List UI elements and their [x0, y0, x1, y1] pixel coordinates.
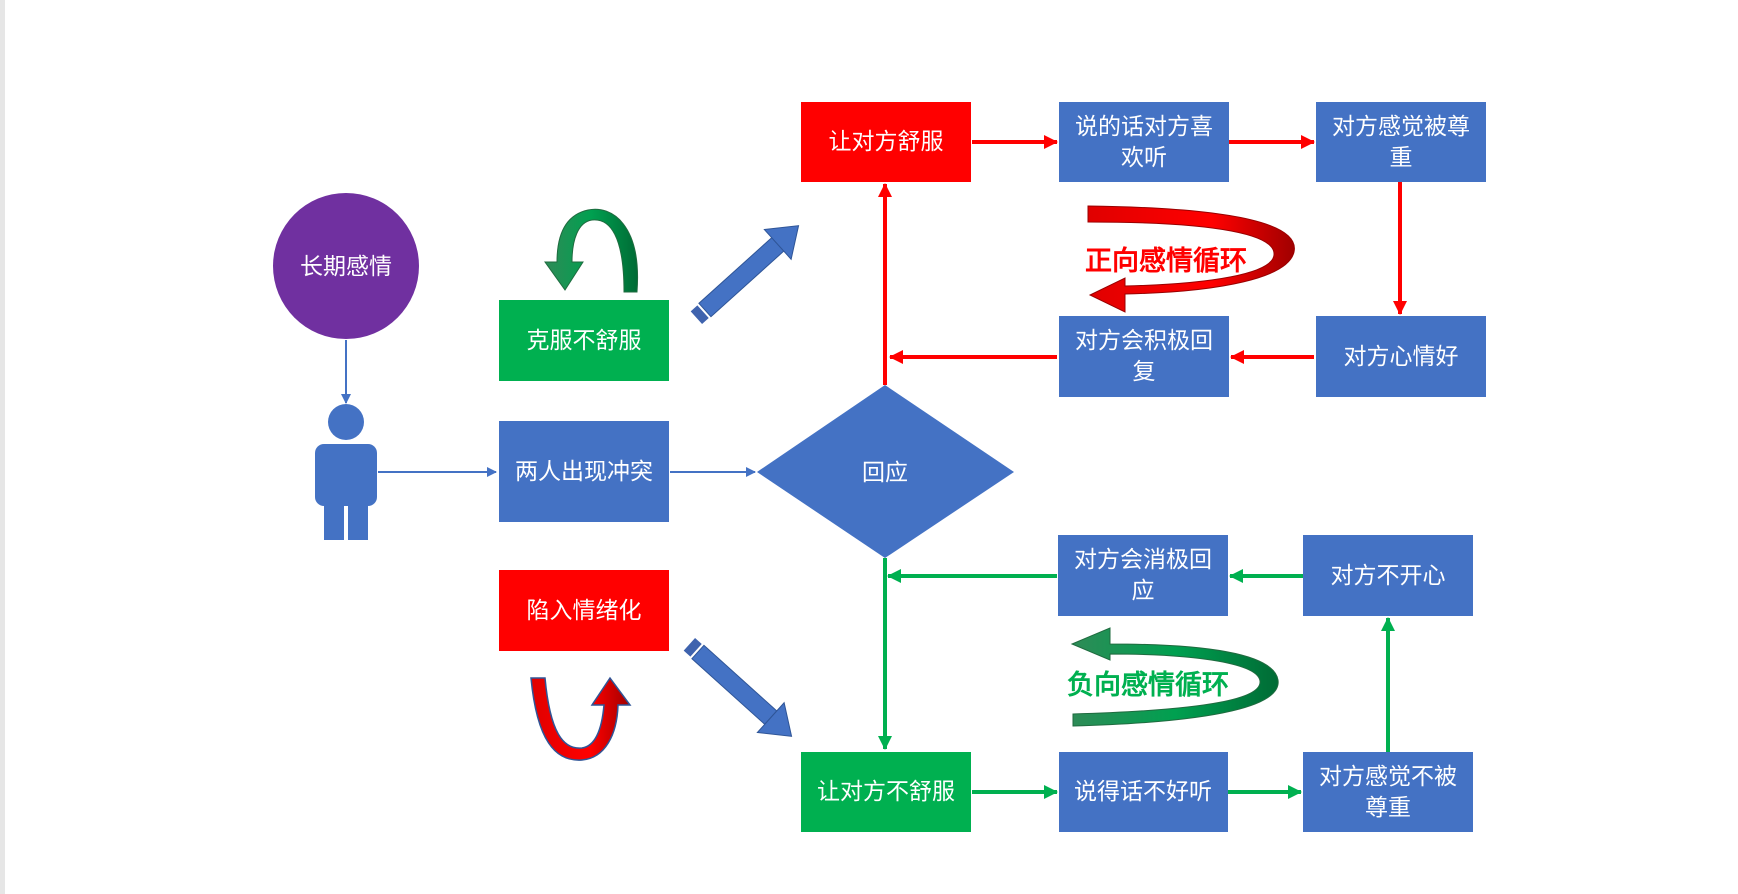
unpleasant-words-box: 说得话不好听 [1059, 752, 1228, 832]
overcome-label: 克服不舒服 [527, 328, 642, 354]
neg-reply-line2: 应 [1132, 578, 1155, 604]
comfort-box: 让对方舒服 [801, 102, 971, 182]
curved-arrow-red-icon [530, 676, 632, 761]
unhappy-label: 对方不开心 [1331, 563, 1446, 589]
emotional-box: 陷入情绪化 [499, 570, 669, 651]
curved-arrow-green-icon [544, 208, 639, 293]
conflict-label: 两人出现冲突 [515, 459, 653, 485]
discomfort-box: 让对方不舒服 [801, 752, 971, 832]
diagonal-arrow-down [682, 636, 793, 737]
neg-reply-line1: 对方会消极回 [1074, 547, 1212, 573]
response-decision: 回应 [757, 385, 1014, 558]
diagonal-arrow-up [689, 225, 800, 326]
overcome-discomfort-box: 克服不舒服 [499, 300, 669, 381]
likes-line1: 说的话对方喜 [1075, 114, 1213, 140]
unhappy-box: 对方不开心 [1303, 535, 1473, 616]
negative-reply-box: 对方会消极回 应 [1058, 535, 1228, 616]
positive-reply-box: 对方会积极回 复 [1059, 316, 1229, 397]
person-icon [315, 404, 377, 540]
positive-loop-arrow-icon [1087, 205, 1295, 313]
emotional-label: 陷入情绪化 [527, 598, 642, 624]
unpleasant-label: 说得话不好听 [1074, 779, 1212, 805]
feels-respected-box: 对方感觉被尊 重 [1316, 102, 1486, 182]
respected-line2: 重 [1390, 145, 1413, 171]
discomfort-label: 让对方不舒服 [817, 779, 955, 805]
long-term-relationship-node: 长期感情 [273, 193, 419, 339]
reply-line2: 复 [1133, 359, 1156, 385]
not-respected-line2: 尊重 [1365, 795, 1411, 821]
comfort-label: 让对方舒服 [829, 129, 944, 155]
circle-label: 长期感情 [300, 254, 392, 280]
respected-line1: 对方感觉被尊 [1332, 114, 1470, 140]
decision-label: 回应 [862, 460, 908, 486]
likes-words-box: 说的话对方喜 欢听 [1059, 102, 1229, 182]
not-respected-box: 对方感觉不被 尊重 [1303, 752, 1473, 832]
not-respected-line1: 对方感觉不被 [1319, 764, 1457, 790]
positive-loop-label: 正向感情循环 [1085, 245, 1247, 277]
negative-loop-label: 负向感情循环 [1067, 669, 1229, 701]
conflict-box: 两人出现冲突 [499, 421, 669, 522]
likes-line2: 欢听 [1121, 145, 1167, 171]
page-edge [0, 0, 5, 894]
negative-loop-arrow-icon [1070, 627, 1279, 727]
good-mood-label: 对方心情好 [1344, 344, 1459, 370]
reply-line1: 对方会积极回 [1075, 328, 1213, 354]
good-mood-box: 对方心情好 [1316, 316, 1486, 397]
